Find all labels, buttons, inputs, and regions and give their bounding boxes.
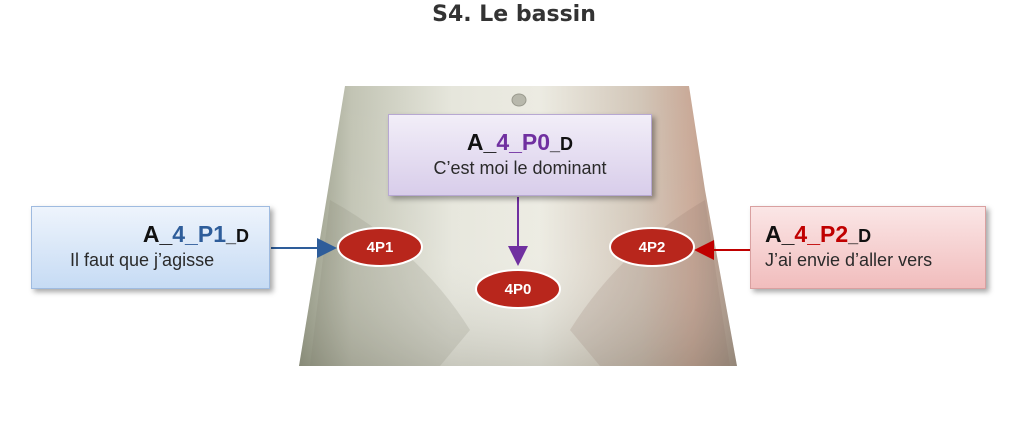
code-p0: A_4_P0_D (389, 129, 651, 157)
navel (511, 93, 527, 107)
code-p2: A_4_P2_D (751, 221, 985, 249)
code-suffix: _D (550, 134, 574, 154)
page-title: S4. Le bassin (432, 2, 596, 27)
code-prefix: A_ (142, 221, 173, 247)
code-highlight: 4_P0 (496, 129, 551, 155)
code-highlight: 4_P2 (794, 221, 849, 247)
description-p2: J’ai envie d’aller vers (765, 250, 933, 270)
point-badge-4p2: 4P2 (609, 227, 695, 267)
svg-text:4P1: 4P1 (367, 239, 394, 256)
code-highlight: 4_P1 (172, 221, 226, 247)
svg-text:4P0: 4P0 (505, 281, 532, 298)
point-badge-4p1: 4P1 (337, 227, 423, 267)
code-prefix: A_ (466, 129, 497, 155)
label-box-p1: A_4_P1_D Il faut que j’agisse (31, 206, 270, 289)
svg-text:4P2: 4P2 (639, 239, 666, 256)
code-p1: A_4_P1_D (32, 221, 269, 249)
code-suffix: _D (848, 226, 872, 246)
code-prefix: A_ (765, 221, 795, 247)
description-p1: Il faut que j’agisse (70, 250, 215, 270)
description-p0: C’est moi le dominant (433, 158, 607, 178)
label-box-p2: A_4_P2_D J’ai envie d’aller vers (750, 206, 986, 289)
point-badge-4p0: 4P0 (475, 269, 561, 309)
label-box-p0: A_4_P0_D C’est moi le dominant (388, 114, 652, 196)
code-suffix: _D (225, 226, 249, 246)
